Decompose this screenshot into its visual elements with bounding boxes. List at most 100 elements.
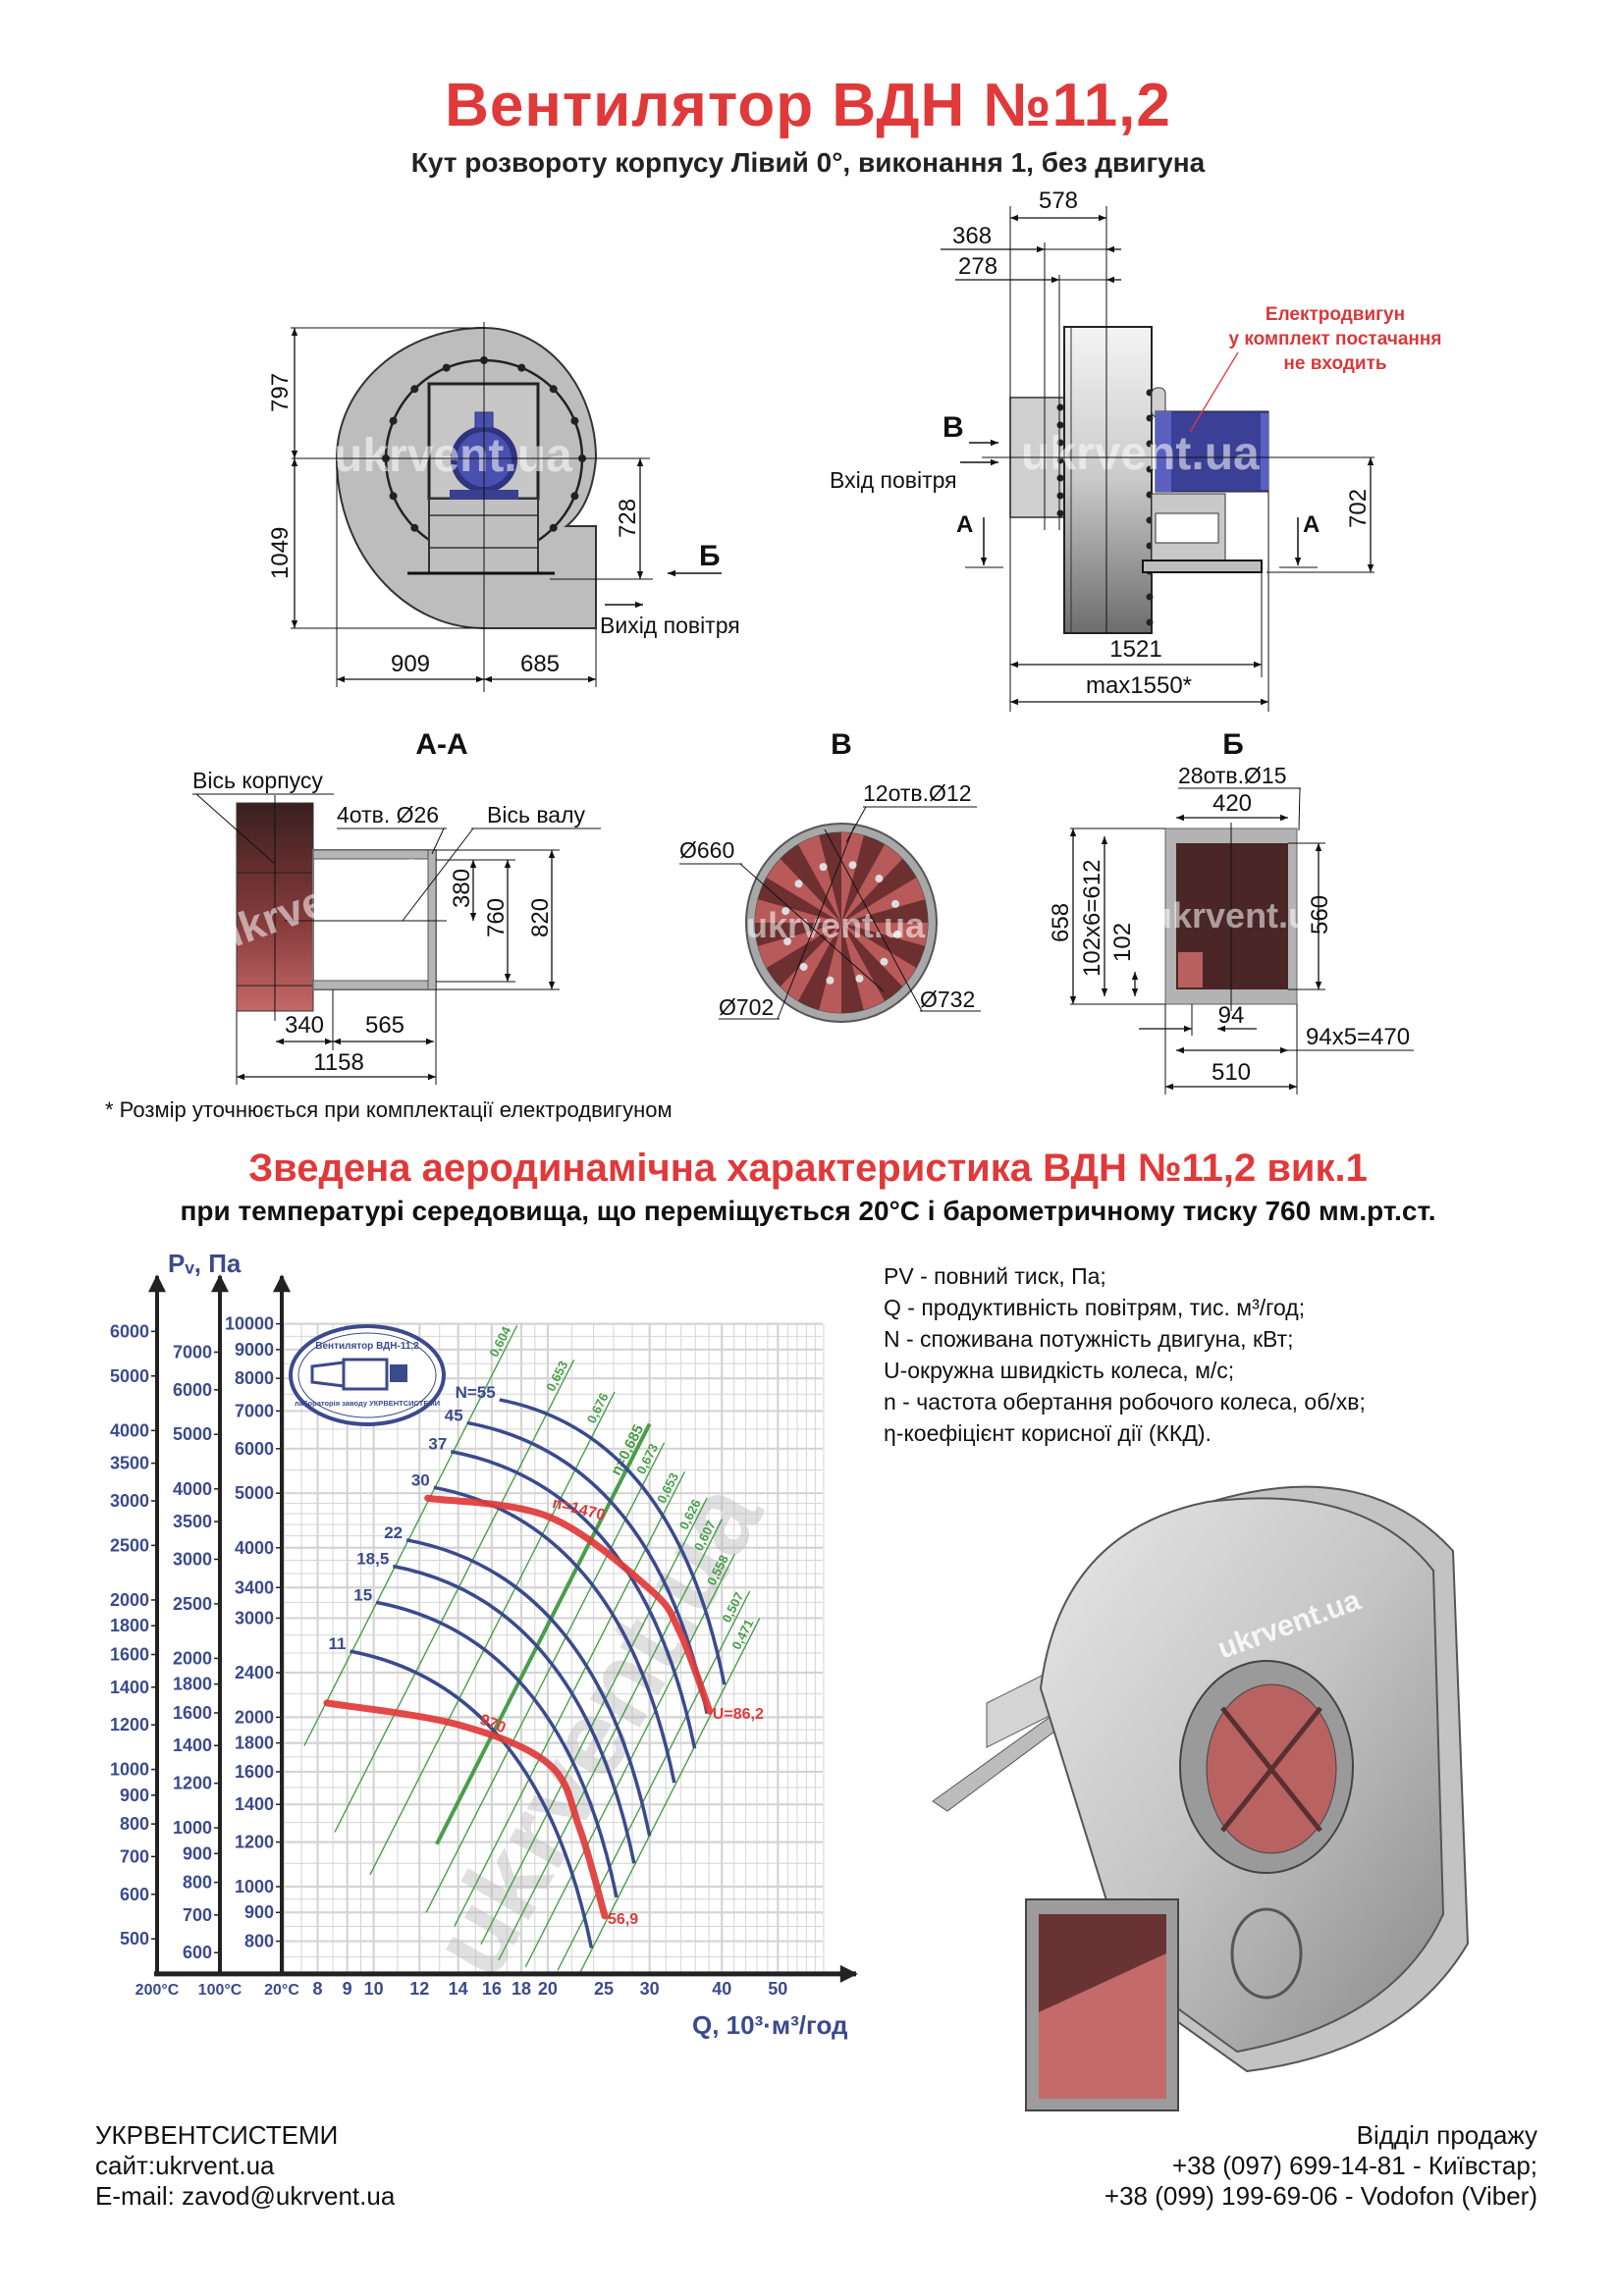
dim-510: 510 xyxy=(1212,1059,1251,1086)
y-tick-label: 1200 xyxy=(110,1715,149,1735)
blade xyxy=(841,923,885,1010)
y-tick-label: 2000 xyxy=(235,1707,274,1727)
bolt-icon xyxy=(880,957,889,966)
section-a-marker-left: А xyxy=(956,511,973,538)
y-tick-label: 4000 xyxy=(235,1538,274,1558)
chart-axes: 1000090008000700060005000400034003000240… xyxy=(110,1274,858,1999)
stamp-top-text: Вентилятор ВДН-11,2 xyxy=(315,1341,419,1352)
dim-685: 685 xyxy=(520,651,560,677)
y-tick-label: 700 xyxy=(183,1905,212,1925)
company-name: УКРВЕНТСИСТЕМИ xyxy=(95,2120,339,2150)
power-curve xyxy=(392,1564,636,1864)
company-site[interactable]: сайт:ukrvent.ua xyxy=(95,2151,275,2180)
dim-760: 760 xyxy=(483,898,510,937)
dim-820: 820 xyxy=(527,898,554,937)
dia-732-label: Ø732 xyxy=(920,987,975,1012)
bolt-icon xyxy=(570,416,579,425)
bolt-icon xyxy=(1056,456,1064,464)
y-tick-label: 900 xyxy=(183,1843,212,1863)
y-tick-label: 3000 xyxy=(235,1608,274,1628)
legend-item-pressure: PV - повний тиск, Па; xyxy=(884,1263,1106,1289)
power-curve-label: 45 xyxy=(445,1406,463,1424)
sales-phone-2[interactable]: +38 (099) 199-69-06 - Vodofon (Viber) xyxy=(1104,2181,1537,2211)
x-tick-label: 8 xyxy=(313,1979,323,1999)
dim-728: 728 xyxy=(615,499,641,538)
bolt-icon xyxy=(799,962,808,971)
efficiency-line xyxy=(435,1422,652,1845)
motor-note-line-1: Електродвигун xyxy=(1266,304,1405,325)
y-tick-label: 1000 xyxy=(110,1760,149,1780)
legend-item-power: N - споживана потужність двигуна, кВт; xyxy=(884,1326,1294,1352)
y-tick-label: 9000 xyxy=(235,1340,274,1360)
y-tick-label: 2400 xyxy=(235,1663,274,1682)
y-tick-label: 6000 xyxy=(110,1321,149,1341)
bolt-icon xyxy=(1056,439,1064,447)
blade xyxy=(755,899,841,923)
dim-702: 702 xyxy=(1345,489,1372,528)
temperature-label: 20°C xyxy=(264,1982,299,1999)
front-view: ukrvent.ua 797 1049 728 909 685 Б Вихід … xyxy=(267,322,740,692)
y-tick-label: 1800 xyxy=(173,1675,212,1694)
bolt-icon xyxy=(389,416,398,425)
motor-note-line-3: не входить xyxy=(1283,353,1386,374)
y-tick-label: 1600 xyxy=(173,1703,212,1723)
y-tick-label: 3000 xyxy=(173,1549,212,1569)
efficiency-line xyxy=(498,1519,723,1961)
efficiency-label: 0,604 xyxy=(486,1323,513,1359)
section-b-marker: Б xyxy=(699,540,721,572)
efficiency-line xyxy=(425,1442,666,1913)
y-tick-label: 1400 xyxy=(110,1678,149,1697)
section-a-a: А-А ukrvent.ua 380 760 820 340 565 1158 … xyxy=(192,728,601,1085)
y-tick-label: 900 xyxy=(120,1786,149,1805)
y-tick-label: 1000 xyxy=(173,1818,212,1838)
stamp-bottom-text: лабораторія заводу УКРВЕНТСИСТЕМИ xyxy=(295,1399,440,1408)
bolt-icon xyxy=(389,492,398,501)
blade xyxy=(841,878,926,923)
x-axis-label: Q, 10³·м³/год xyxy=(692,2010,848,2040)
y-tick-label: 1800 xyxy=(235,1734,274,1753)
company-email[interactable]: E-mail: zavod@ukrvent.ua xyxy=(95,2181,396,2211)
page-subtitle: Кут розвороту корпусу Лівий 0°, виконанн… xyxy=(410,147,1206,178)
bolt-icon xyxy=(855,974,864,983)
y-tick-label: 700 xyxy=(120,1846,149,1866)
watermark: ukrvent.ua xyxy=(334,430,572,482)
y-tick-label: 5000 xyxy=(110,1366,149,1386)
sales-title: Відділ продажу xyxy=(1356,2120,1537,2150)
x-tick-label: 16 xyxy=(482,1979,502,1999)
blade xyxy=(841,923,929,946)
y-tick-label: 2000 xyxy=(110,1590,149,1610)
dim-102: 102 xyxy=(1109,923,1136,962)
y-tick-label: 900 xyxy=(244,1902,274,1922)
y-tick-label: 2500 xyxy=(110,1535,149,1555)
y-tick-label: 5000 xyxy=(235,1483,274,1503)
y-tick-label: 7000 xyxy=(173,1342,212,1362)
speed-curve-end-label: 56,9 xyxy=(608,1911,638,1928)
dim-340: 340 xyxy=(285,1012,324,1039)
dim-278: 278 xyxy=(958,253,997,280)
legend-item-efficiency: η-коефіцієнт корисної дії (ККД). xyxy=(884,1420,1212,1446)
y-tick-label: 800 xyxy=(183,1873,212,1893)
y-tick-label: 7000 xyxy=(235,1401,274,1420)
bolt-icon xyxy=(570,492,579,501)
dim-420: 420 xyxy=(1212,790,1252,817)
power-curve xyxy=(405,1538,652,1837)
y-tick-label: 4000 xyxy=(173,1479,212,1499)
power-curve xyxy=(375,1600,619,1898)
side-view: ukrvent.ua 578 368 278 702 1521 max1550*… xyxy=(830,187,1441,712)
x-tick-label: 40 xyxy=(712,1979,731,1999)
bolt-icon xyxy=(783,937,792,946)
footnote: * Розмір уточнюється при комплектації ел… xyxy=(105,1097,673,1122)
bolt-icon xyxy=(1146,414,1154,422)
sales-phone-1[interactable]: +38 (097) 699-14-81 - Київстар; xyxy=(1171,2151,1537,2180)
power-curve xyxy=(450,1450,697,1749)
dim-578: 578 xyxy=(1039,187,1078,214)
power-curve-label: 15 xyxy=(353,1585,372,1604)
dim-565: 565 xyxy=(365,1012,404,1039)
aerodynamic-chart: ukrvent.ua 0,6040,6530,676η=0,6850,6730,… xyxy=(110,1249,858,2040)
y-tick-label: 1200 xyxy=(173,1774,212,1793)
y-axis-label: Pᵥ, Па xyxy=(168,1249,242,1278)
section-b-outlet-flange: Б ukrvent.ua 28отв.Ø15 420 658 102x6=612… xyxy=(1048,728,1414,1095)
footer-company: УКРВЕНТСИСТЕМИ сайт:ukrvent.ua E-mail: z… xyxy=(95,2120,395,2212)
y-tick-label: 1800 xyxy=(110,1616,149,1635)
bolt-icon xyxy=(781,907,790,916)
